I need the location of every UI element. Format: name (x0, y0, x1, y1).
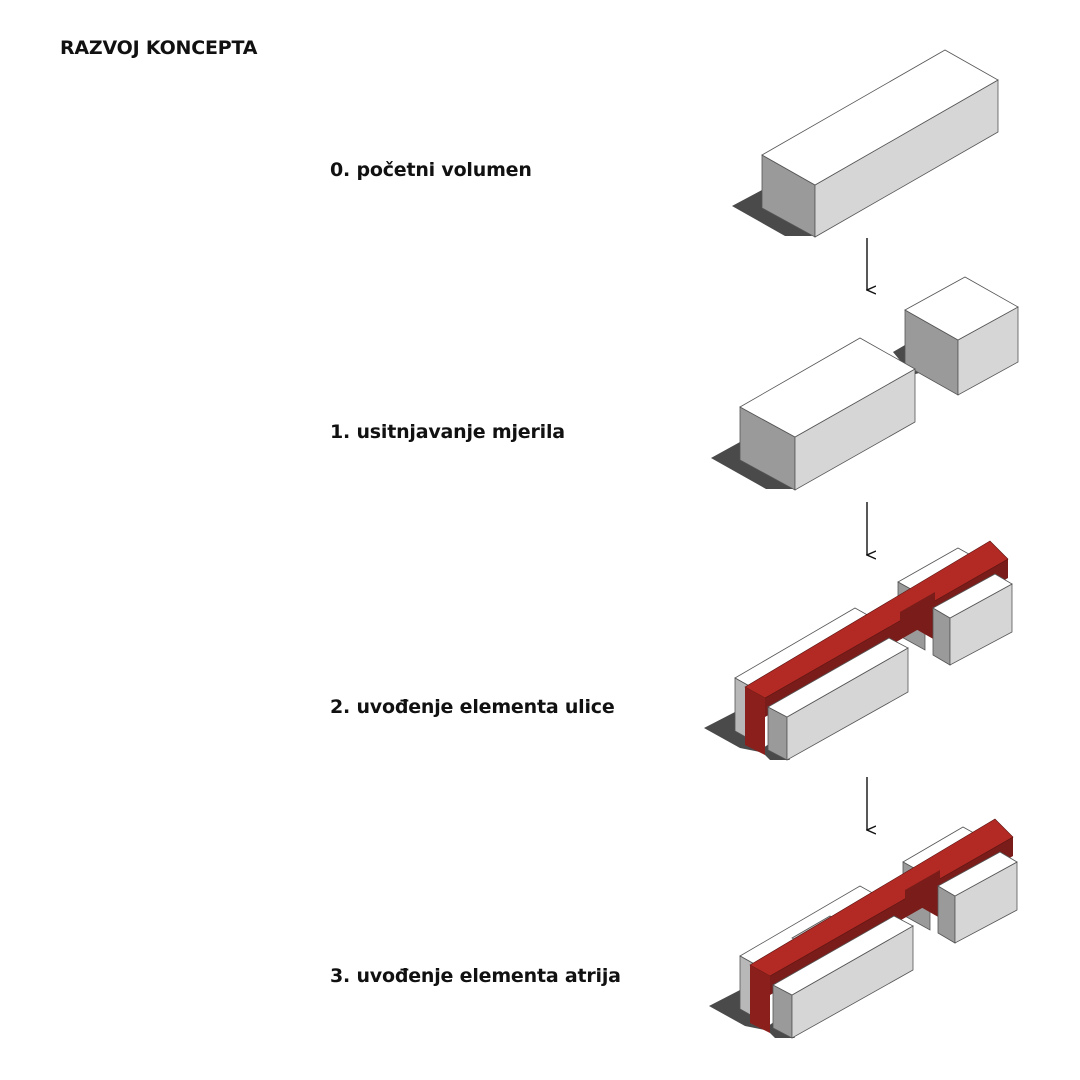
box-top-face (932, 573, 1013, 619)
step-2-massing (704, 540, 1013, 761)
step-3-massing (709, 818, 1018, 1039)
box-top-face (767, 637, 909, 718)
step-1-label: 1. usitnjavanje mjerila (330, 421, 565, 443)
box-top-face (937, 851, 1018, 897)
box-top-face (904, 276, 1019, 341)
street-leg-left (745, 687, 765, 755)
street-leg-left (750, 965, 770, 1033)
box-top-face (772, 915, 914, 996)
step-2-label: 2. uvođenje elementa ulice (330, 696, 615, 718)
step-0-massing (732, 49, 999, 238)
street-leg-right (900, 592, 935, 640)
box-top-face (761, 49, 999, 186)
street-leg-right (905, 870, 940, 918)
box-top-face (739, 337, 916, 438)
step-0-label: 0. početni volumen (330, 159, 532, 181)
step-1-massing (711, 276, 1019, 491)
step-3-label: 3. uvođenje elementa atrija (330, 965, 621, 987)
street-bar-top (744, 540, 1009, 699)
street-bar-top (749, 818, 1014, 977)
diagram-title: RAZVOJ KONCEPTA (60, 37, 258, 59)
